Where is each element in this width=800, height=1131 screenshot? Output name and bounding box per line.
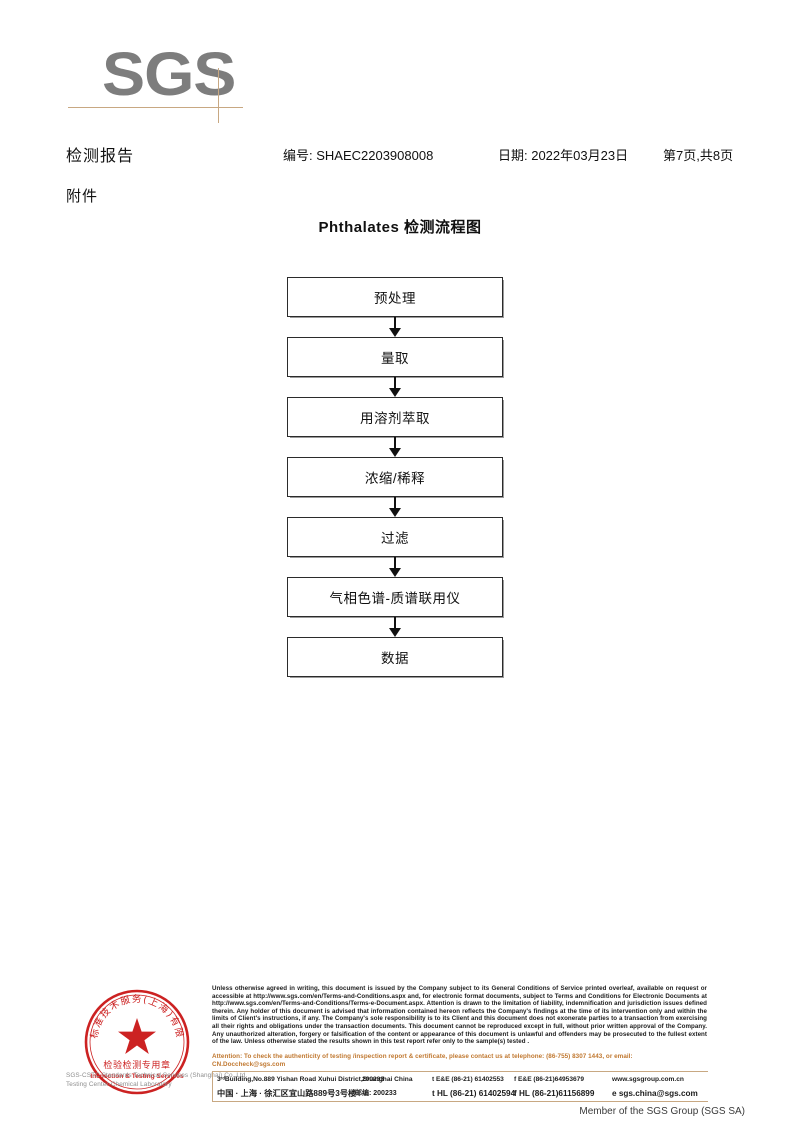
flow-node-label: 气相色谱-质谱联用仪 [329,591,461,606]
flow-arrow-down-icon [287,377,503,397]
footer-divider-vertical [212,1071,213,1101]
flow-node: 浓缩/稀释 [287,457,503,497]
flow-arrow-down-icon [287,617,503,637]
flowchart-title: Phthalates 检测流程图 [318,219,482,236]
official-seal-stamp: 通标标准技术服务(上海)有限公司 检验检测专用章 Inspection & Te… [83,988,191,1096]
flow-arrow-down-icon [287,557,503,577]
attention-notice: Attention: To check the authenticity of … [212,1053,633,1068]
zip-cn: 邮编: 200233 [355,1090,397,1097]
flow-node-label: 量取 [381,351,409,366]
company-lab-name: Testing Center-Chemical Laboratory [66,1081,172,1088]
flow-node: 预处理 [287,277,503,317]
email-link[interactable]: e sgs.china@sgs.com [612,1089,698,1098]
svg-text:Inspection & Testing Services: Inspection & Testing Services [90,1073,184,1080]
flow-node: 气相色谱-质谱联用仪 [287,577,503,617]
address-cn: 中国 · 上海 · 徐汇区宜山路889号3号楼 [217,1089,357,1098]
flow-arrow-down-icon [287,437,503,457]
page-number: 第7页,共8页 [663,148,734,163]
address-en: 3ʳᵈBuilding,No.889 Yishan Road Xuhui Dis… [217,1076,413,1083]
company-legal-name: SGS-CSTC Standards Technical Services (S… [66,1071,296,1089]
flow-node: 数据 [287,637,503,677]
attachment-label: 附件 [66,188,99,205]
flow-node-label: 预处理 [374,291,416,306]
telephone-ee: t E&E (86-21) 61402553 [432,1076,504,1083]
flowchart: 预处理 量取 用溶剂萃取 浓缩/稀释 过滤 气相色谱-质谱联用仪 数据 [287,277,503,677]
page-title: 检测报告 [66,148,135,165]
logo-horizontal-rule [68,107,243,108]
svg-text:检验检测专用章: 检验检测专用章 [103,1059,170,1071]
member-of-group-label: Member of the SGS Group (SGS SA) [579,1106,745,1117]
flow-node: 过滤 [287,517,503,557]
contact-block: 3ʳᵈBuilding,No.889 Yishan Road Xuhui Dis… [217,1073,712,1101]
company-legal-name-en: SGS-CSTC Standards Technical Services (S… [66,1072,248,1079]
footer-divider-top [212,1071,708,1072]
footer-divider-bottom [212,1101,708,1102]
flow-node: 用溶剂萃取 [287,397,503,437]
website-link[interactable]: www.sgsgroup.com.cn [612,1076,684,1083]
contact-row-cn: 中国 · 上海 · 徐汇区宜山路889号3号楼 邮编: 200233 t HL … [217,1087,712,1101]
flow-arrow-down-icon [287,497,503,517]
report-date: 日期: 2022年03月23日 [498,148,629,163]
legal-terms-text: Unless otherwise agreed in writing, this… [212,985,707,1046]
fax-hl: f HL (86-21)61156899 [514,1089,595,1098]
flow-node: 量取 [287,337,503,377]
flow-arrow-down-icon [287,317,503,337]
sgs-logo-text: SGS [102,40,236,108]
telephone-hl: t HL (86-21) 61402594 [432,1089,516,1098]
flow-node-label: 用溶剂萃取 [360,411,430,426]
flow-node-label: 数据 [381,651,409,666]
zip-en: 200233 [362,1076,385,1083]
fax-ee: f E&E (86-21)64953679 [514,1076,585,1083]
flow-node-label: 浓缩/稀释 [364,471,426,486]
flow-node-label: 过滤 [381,531,409,546]
sgs-logo: SGS [68,38,328,123]
logo-vertical-tick [218,68,219,123]
document-header: 检测报告 编号: SHAEC2203908008 日期: 2022年03月23日… [0,142,800,205]
report-number: 编号: SHAEC2203908008 [283,148,434,163]
contact-row-en: 3ʳᵈBuilding,No.889 Yishan Road Xuhui Dis… [217,1073,712,1087]
